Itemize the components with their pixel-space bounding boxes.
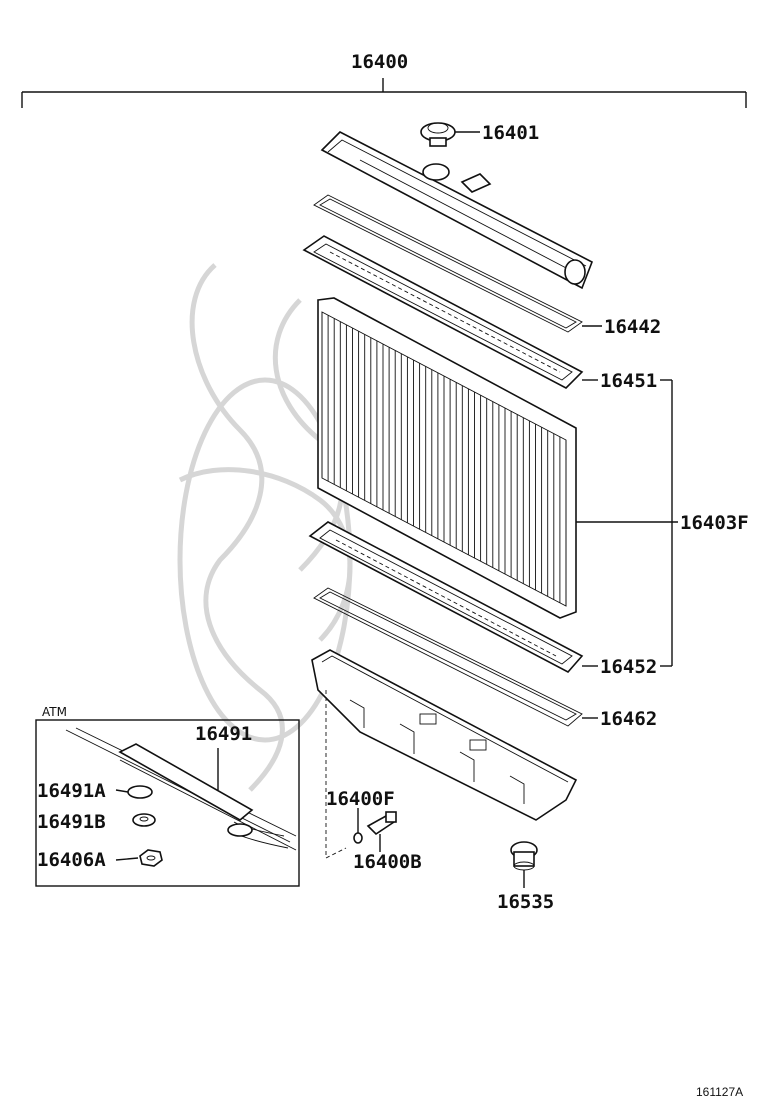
assembly-bracket [21, 78, 747, 108]
label-16401: 16401 [482, 122, 539, 144]
label-16403F: 16403F [680, 512, 749, 534]
label-16406A: 16406A [37, 849, 106, 871]
atm-washer-a-icon [127, 785, 253, 837]
label-16442: 16442 [604, 316, 661, 338]
label-16451: 16451 [600, 370, 657, 392]
label-16400B: 16400B [353, 851, 422, 873]
atm-washer-b-icon [132, 813, 156, 827]
drain-plug-icon [510, 841, 538, 871]
watermark-emblem [177, 263, 353, 792]
label-16400F: 16400F [326, 788, 395, 810]
radiator-cap-icon [420, 122, 456, 147]
label-16535: 16535 [497, 891, 554, 913]
atm-nut-icon [139, 849, 163, 867]
label-16462: 16462 [600, 708, 657, 730]
radiator-core-icon [317, 297, 577, 619]
lower-core-plate-icon [308, 521, 584, 674]
upper-gasket-icon [313, 194, 583, 333]
lower-gasket-icon [313, 587, 583, 727]
diagram-ref-number: 161127A [696, 1085, 743, 1099]
lower-tank-icon [311, 649, 578, 821]
upper-core-plate-icon [302, 235, 584, 389]
atm-box-title: ATM [42, 705, 67, 719]
drain-seal-icon [353, 832, 363, 844]
upper-tank-icon [320, 131, 594, 290]
core-bracket [576, 379, 678, 667]
label-16400: 16400 [351, 51, 408, 73]
label-16491: 16491 [195, 723, 252, 745]
drain-cock-icon [366, 811, 397, 836]
atm-inset-box: ATM [35, 705, 300, 887]
label-16491B: 16491B [37, 811, 106, 833]
label-16452: 16452 [600, 656, 657, 678]
label-16491A: 16491A [37, 780, 106, 802]
